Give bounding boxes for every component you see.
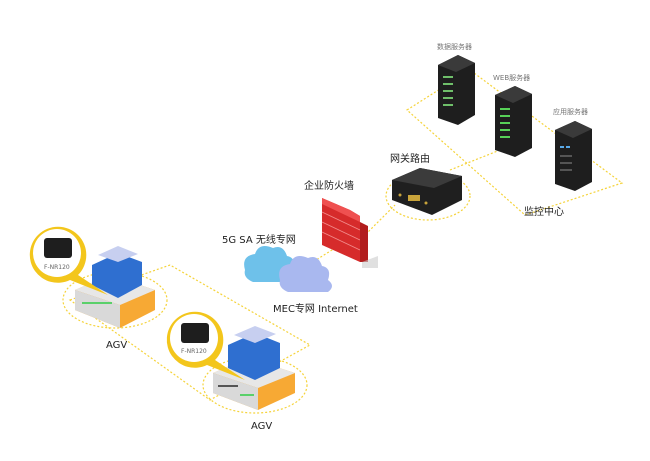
firewall-device [321,198,378,268]
app-server [555,121,592,191]
mec-network-label: MEC专网 Internet [273,304,358,315]
agv-2-router-model: F-NR120 [181,348,207,355]
agv-1-label: AGV [106,340,128,351]
app-server-label: 应用服务器 [553,108,588,116]
wireless-network-label: 5G SA 无线专网 [222,235,296,246]
web-server [495,86,532,157]
agv-1-router-model: F-NR120 [44,264,70,271]
agv-2-label: AGV [251,421,273,432]
cloud-mec [279,256,332,292]
gateway-router-label: 网关路由 [390,154,430,165]
monitor-center-label: 监控中心 [524,207,564,218]
agv-2-device [202,326,308,414]
agv-2-router-callout [166,311,245,380]
data-server-label: 数据服务器 [437,43,472,51]
link-router-servers [449,147,506,171]
data-server [438,55,475,125]
agv-1-router-callout [29,226,109,295]
gateway-router-device [385,168,471,221]
firewall-label: 企业防火墙 [304,181,354,192]
web-server-label: WEB服务器 [493,74,531,82]
